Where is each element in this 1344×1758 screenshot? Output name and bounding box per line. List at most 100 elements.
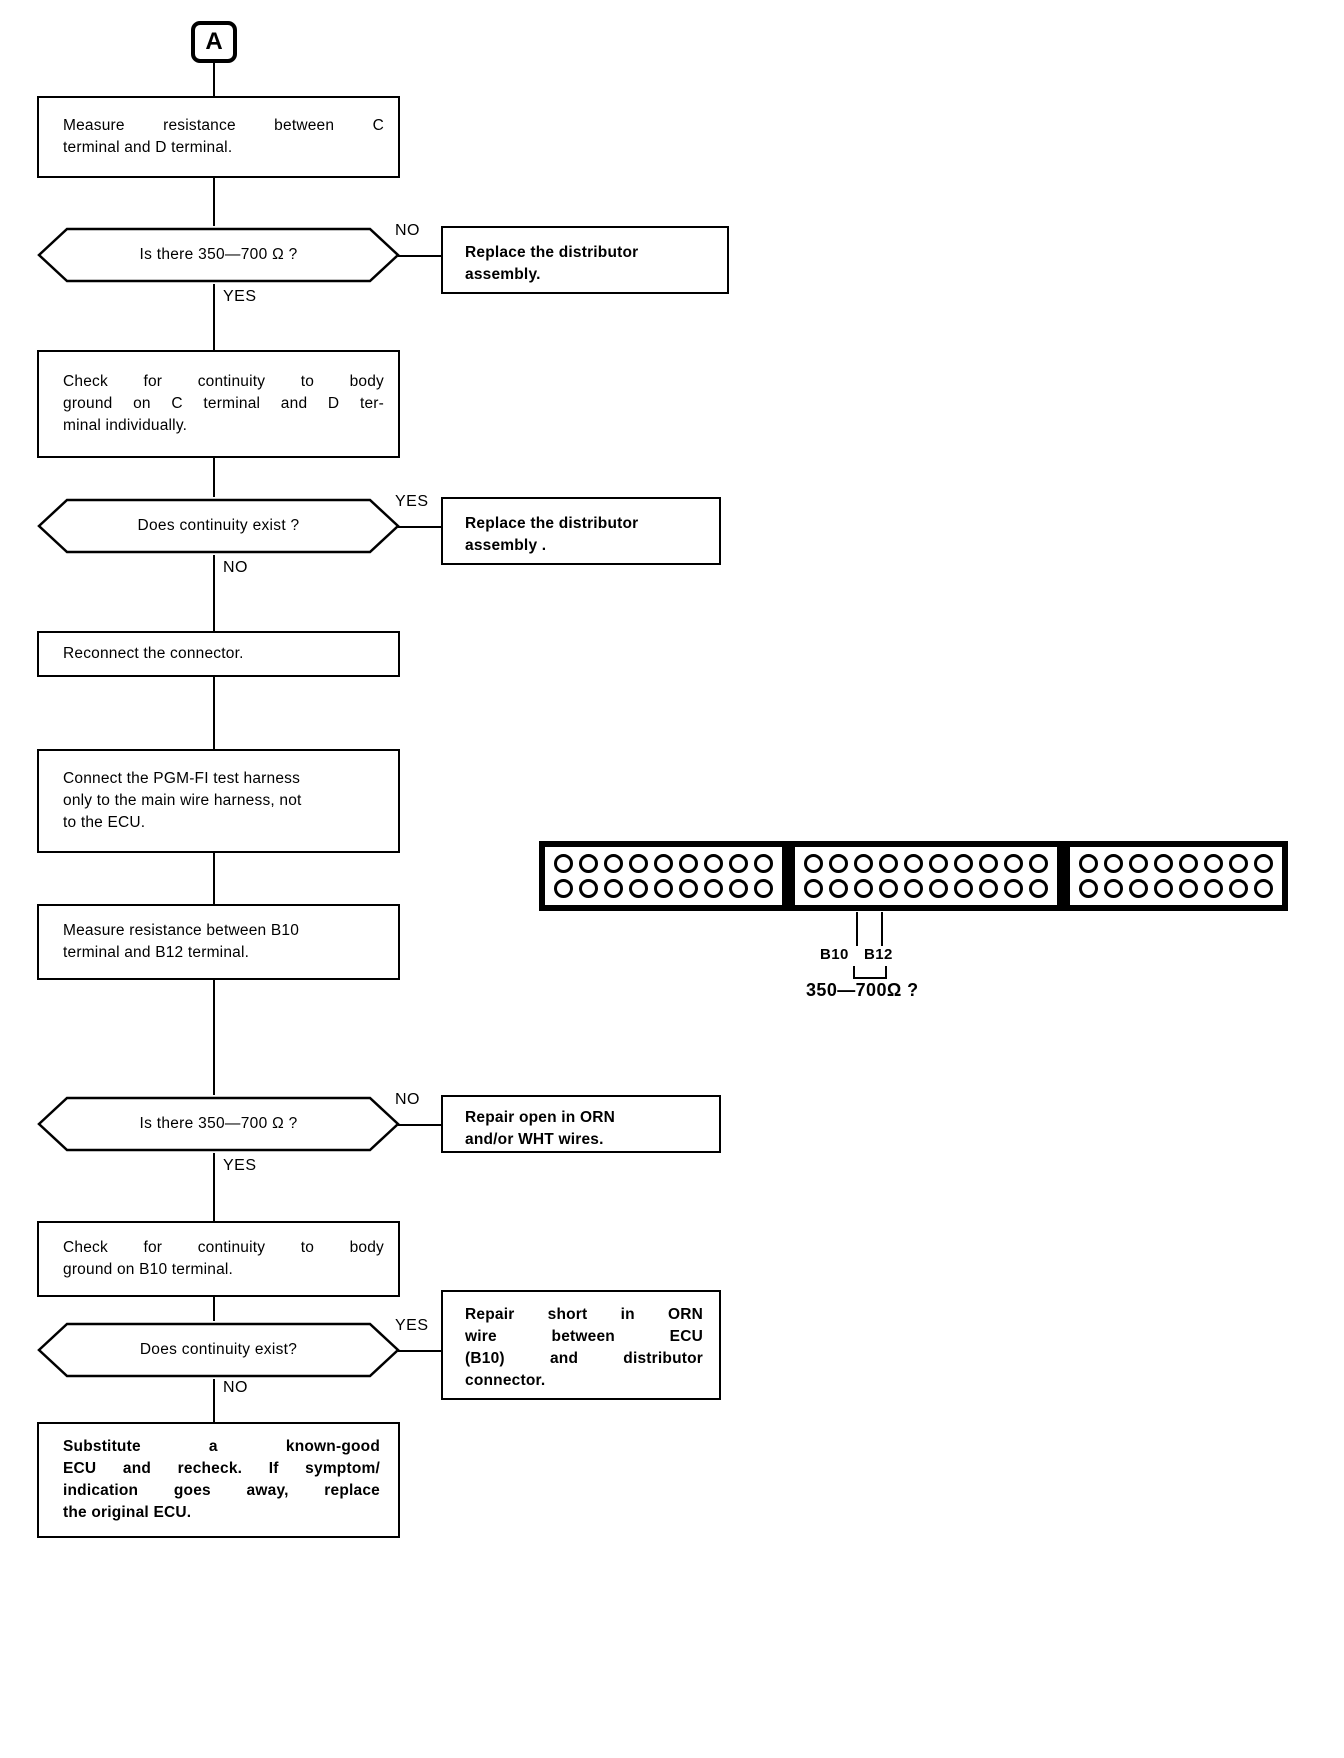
pin [754, 854, 773, 873]
box-measure-b-line1: Measure resistance between B10 [63, 922, 300, 939]
connector-block-a-row-bottom [554, 879, 773, 898]
line-d1-no [398, 255, 443, 257]
line-d2-yes [398, 526, 443, 528]
pin [729, 854, 748, 873]
result-2-line1: Replace the distributor [465, 515, 639, 532]
result-4-line3: (B10) and distributor [465, 1350, 703, 1367]
branch-label-d4-yes: YES [395, 1317, 429, 1334]
pin [554, 854, 573, 873]
connector-block-a-row-top [554, 854, 773, 873]
pin [1154, 854, 1173, 873]
result-3-line2: and/or WHT wires. [465, 1131, 604, 1148]
box-harness-line2: only to the main wire harness, not [63, 792, 302, 809]
decision-1-label: Is there 350—700 Ω ? [139, 246, 298, 263]
branch-label-d4-no: NO [223, 1379, 248, 1396]
pin [704, 879, 723, 898]
line-d4-yes [398, 1350, 443, 1352]
pin [729, 879, 748, 898]
pin [979, 879, 998, 898]
pin [579, 879, 598, 898]
pin [554, 879, 573, 898]
box-reconnect-line1: Reconnect the connector. [63, 645, 244, 662]
pin [1004, 879, 1023, 898]
pin [1204, 879, 1223, 898]
connector-block-c-row-bottom [1079, 879, 1273, 898]
pin [629, 854, 648, 873]
box-measure-b-line2: terminal and B12 terminal. [63, 944, 250, 961]
box-check-b10-line1: Check for continuity to body [63, 1239, 384, 1256]
box-measure-cd-line1: Measure resistance between C [63, 117, 384, 134]
branch-label-d2-yes: YES [395, 493, 429, 510]
box-harness-line3: to the ECU. [63, 814, 146, 831]
decision-4-label: Does continuity exist? [139, 1341, 298, 1358]
box-check-continuity-b10: Check for continuity to body ground on B… [37, 1221, 400, 1297]
box-connect-pgmfi-harness: Connect the PGM-FI test harness only to … [37, 749, 400, 853]
line-measure-cd-to-d1 [213, 178, 215, 226]
box-repair-short-orn-wire: Repair short in ORN wire between ECU (B1… [441, 1290, 721, 1400]
pin [829, 854, 848, 873]
pin [654, 854, 673, 873]
result-1-line1: Replace the distributor [465, 244, 639, 261]
box-substitute-known-good-ecu: Substitute a known-good ECU and recheck.… [37, 1422, 400, 1538]
line-measure-b-to-d3 [213, 980, 215, 1095]
pin [1204, 854, 1223, 873]
pin-b10 [904, 879, 923, 898]
line-harness-to-measure-b [213, 853, 215, 904]
connector-divider-1 [782, 847, 795, 905]
result-4-line2: wire between ECU [465, 1328, 703, 1345]
box-check-cd-line2: ground on C terminal and D ter- [63, 395, 384, 412]
box-replace-distributor-assembly-2: Replace the distributor assembly . [441, 497, 721, 565]
pin [904, 854, 923, 873]
pin [1229, 854, 1248, 873]
box-measure-resistance-cd: Measure resistance between C terminal an… [37, 96, 400, 178]
decision-3-label: Is there 350—700 Ω ? [139, 1115, 298, 1132]
box-substitute-line4: the original ECU. [63, 1504, 192, 1521]
result-3-line1: Repair open in ORN [465, 1109, 616, 1126]
ecu-connector-pinout [539, 841, 1288, 911]
pin [854, 879, 873, 898]
box-substitute-line3: indication goes away, replace [63, 1482, 380, 1499]
box-measure-resistance-b10-b12: Measure resistance between B10 terminal … [37, 904, 400, 980]
line-d4-no [213, 1379, 215, 1422]
pin [954, 879, 973, 898]
line-d2-no [213, 555, 215, 631]
box-substitute-line2: ECU and recheck. If symptom/ [63, 1460, 380, 1477]
connector-block-c [1070, 847, 1282, 905]
line-d1-yes [213, 284, 215, 350]
pin [1179, 879, 1198, 898]
entry-tag-label: A [205, 28, 223, 55]
line-d3-no [398, 1124, 443, 1126]
pin [879, 854, 898, 873]
pin [604, 854, 623, 873]
pin-label-b12: B12 [864, 946, 893, 963]
pin [1254, 879, 1273, 898]
branch-label-d1-yes: YES [223, 288, 257, 305]
pin [1029, 879, 1048, 898]
pin [879, 879, 898, 898]
pin [1254, 854, 1273, 873]
result-4-line1: Repair short in ORN [465, 1306, 703, 1323]
box-check-continuity-cd: Check for continuity to body ground on C… [37, 350, 400, 458]
decision-is-350-700-ohm-b: Is there 350—700 Ω ? [37, 1095, 400, 1153]
line-check-b10-to-d4 [213, 1297, 215, 1321]
pin [929, 854, 948, 873]
pin [854, 854, 873, 873]
line-a-to-measure-cd [213, 63, 215, 96]
box-measure-cd-line2: terminal and D terminal. [63, 139, 233, 156]
connector-measurement-label: 350—700Ω ? [806, 980, 919, 1000]
pin [754, 879, 773, 898]
connector-block-b [795, 847, 1057, 905]
line-reconnect-to-harness [213, 677, 215, 749]
pin [1129, 879, 1148, 898]
entry-connector-tag-a: A [191, 21, 237, 63]
leader-line-b12 [881, 912, 883, 946]
connector-block-b-row-top [804, 854, 1048, 873]
pin [1104, 854, 1123, 873]
pin [1129, 854, 1148, 873]
connector-block-b-row-bottom [804, 879, 1048, 898]
pin [804, 854, 823, 873]
pin [679, 879, 698, 898]
pin [604, 879, 623, 898]
branch-label-d3-no: NO [395, 1091, 420, 1108]
